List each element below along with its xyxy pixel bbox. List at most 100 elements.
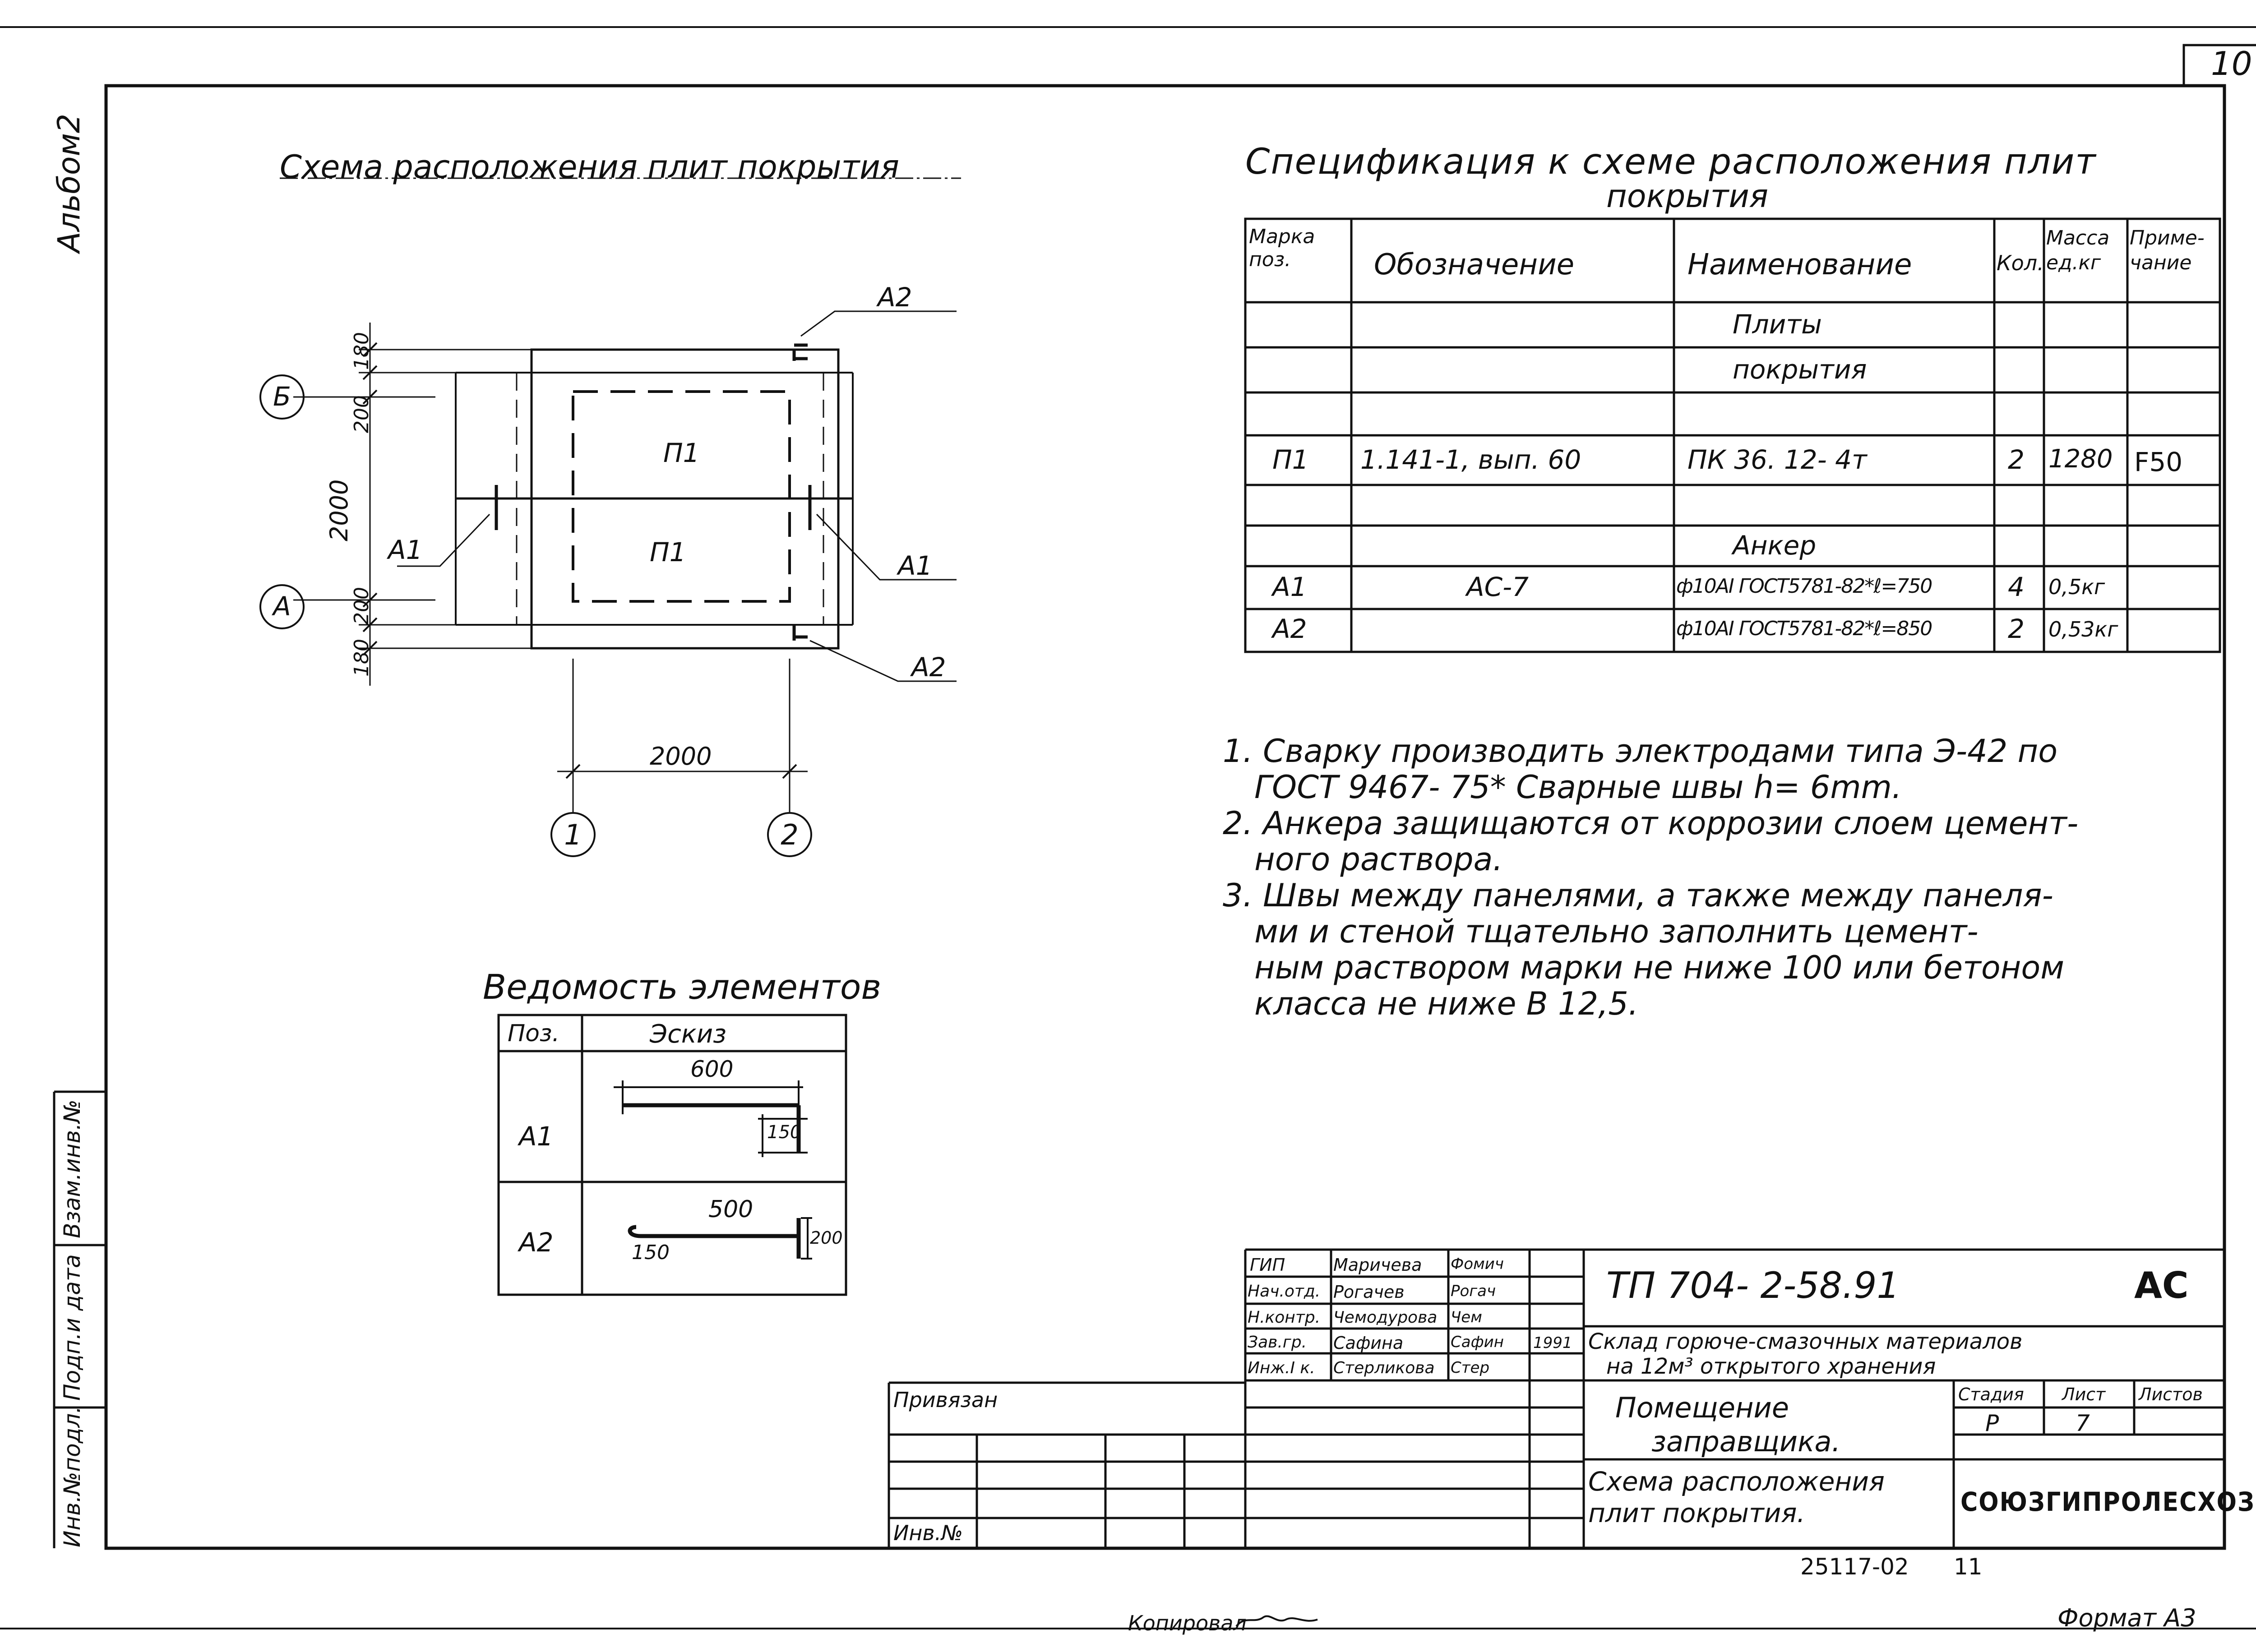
spec-row-4-note: F50: [2134, 447, 2183, 477]
scheme-title: Схема расположения плит покрытия: [280, 148, 900, 185]
anchor-a1-left: А1: [388, 535, 423, 565]
vedomost-a1-hook: 150: [767, 1122, 802, 1143]
spec-row-4-mass: 1280: [2048, 444, 2113, 474]
spec-row-7-qty: 4: [2008, 572, 2025, 602]
spec-row-8-qty: 2: [2008, 614, 2025, 644]
spec-row-8-name: ф10АI ГОСТ5781-82*ℓ=850: [1676, 617, 1932, 640]
note-line-4: ного раствора.: [1254, 841, 1503, 878]
tb-name-5: Стерликова: [1333, 1359, 1435, 1377]
sheet-number: 10: [2211, 45, 2252, 83]
note-line-6: ми и стеной тщательно заполнить цемент-: [1254, 913, 1979, 950]
spec-row-7-designation: АС-7: [1466, 572, 1529, 602]
spec-row-8-mass: 0,53кг: [2048, 617, 2118, 641]
copied-by-label: Копировал: [1128, 1611, 1247, 1635]
spec-row-1-name: Плиты: [1733, 309, 1822, 340]
spec-row-8-mark: А2: [1272, 614, 1307, 644]
strip-replace-inv: Взам.инв.№: [59, 1099, 85, 1238]
tb-role-3: Н.контр.: [1248, 1308, 1321, 1327]
spec-row-4-mark: П1: [1272, 444, 1309, 475]
strip-inv-orig: Инв.№подл.: [59, 1406, 85, 1547]
axis-1-label: 1: [564, 818, 582, 851]
vedomost-a1-len: 600: [690, 1056, 734, 1082]
tb-role-1: ГИП: [1250, 1255, 1285, 1275]
spec-row-7-mass: 0,5кг: [2048, 575, 2105, 599]
spec-title-line2: покрытия: [1606, 178, 1768, 215]
tb-stage-label: Стадия: [1958, 1384, 2024, 1404]
spec-row-4-name: ПК 36. 12- 4т: [1687, 444, 1867, 475]
spec-row-2-name: покрытия: [1733, 354, 1867, 385]
dim-180-bottom: 180: [350, 639, 373, 677]
vedomost-col-pos: Поз.: [508, 1020, 560, 1047]
tb-sign-2: Рогач: [1451, 1282, 1496, 1300]
tb-role-2: Нач.отд.: [1248, 1282, 1321, 1301]
note-line-8: класса не ниже В 12,5.: [1254, 985, 1639, 1022]
spec-header-mass: Масса ед.кг: [2046, 226, 2110, 274]
spec-row-4-designation: 1.141-1, вып. 60: [1360, 444, 1581, 475]
vedomost-col-sketch: Эскиз: [650, 1020, 726, 1049]
spec-title-line1: Спецификация к схеме расположения плит: [1245, 142, 2097, 182]
tb-drawing-line1: Схема расположения: [1588, 1466, 1885, 1497]
archive-sheet: 11: [1954, 1554, 1983, 1580]
note-line-2: ГОСТ 9467- 75* Сварные швы h= 6mm.: [1254, 769, 1902, 806]
tb-role-5: Инж.I к.: [1248, 1359, 1315, 1377]
spec-row-4-qty: 2: [2008, 444, 2025, 475]
dim-2000-horizontal: 2000: [650, 742, 712, 771]
anchor-a2-bottom: А2: [911, 652, 946, 683]
tb-code: ТП 704- 2-58.91: [1606, 1264, 1900, 1306]
spec-header-note: Приме-чание: [2130, 226, 2205, 274]
tb-sign-5: Стер: [1451, 1359, 1490, 1377]
slab-p1-bottom: П1: [650, 537, 686, 568]
vedomost-a2-hook1: 150: [632, 1241, 670, 1264]
tb-object-line2: на 12м³ открытого хранения: [1606, 1354, 1936, 1379]
vedomost-a2-hook2: 200: [810, 1228, 843, 1248]
tb-name-1: Маричева: [1333, 1255, 1422, 1275]
vedomost-a1-pos: А1: [519, 1121, 554, 1152]
tb-object-line1: Склад горюче-смазочных материалов: [1588, 1329, 2023, 1354]
dim-2000-vertical: 2000: [325, 479, 353, 541]
axis-b-label: Б: [273, 381, 291, 412]
tb-section: АС: [2134, 1264, 2189, 1306]
note-line-1: 1. Сварку производить электродами типа Э…: [1223, 733, 2058, 770]
strip-sign-date: Подп.и дата: [59, 1254, 85, 1401]
vedomost-a2-pos: А2: [519, 1227, 554, 1258]
tb-sheets-label: Листов: [2139, 1384, 2203, 1404]
tb-organization: СОЮЗГИПРОЛЕСХОЗ: [1960, 1486, 2256, 1517]
dim-200-top: 200: [350, 395, 373, 433]
spec-header-designation: Обозначение: [1374, 248, 1575, 281]
tb-sign-4: Сафин: [1451, 1333, 1504, 1351]
tb-sheet-label: Лист: [2062, 1384, 2106, 1404]
vedomost-title: Ведомость элементов: [483, 967, 882, 1007]
archive-number: 25117-02: [1800, 1554, 1909, 1580]
dim-200-bottom: 200: [350, 587, 373, 625]
tb-inv-no: Инв.№: [893, 1521, 963, 1545]
note-line-3: 2. Анкера защищаются от коррозии слоем ц…: [1223, 805, 2079, 842]
spec-row-7-name: ф10АI ГОСТ5781-82*ℓ=750: [1676, 575, 1932, 598]
dim-180-top: 180: [350, 332, 373, 370]
spec-row-6-name: Анкер: [1733, 530, 1817, 561]
note-line-5: 3. Швы между панелями, а также между пан…: [1223, 877, 2053, 914]
tb-year: 1991: [1533, 1334, 1572, 1352]
album-label: Альбом2: [51, 113, 87, 253]
spec-header-mark: Марка поз.: [1249, 225, 1315, 271]
tb-name-4: Сафина: [1333, 1333, 1404, 1353]
tb-privyazan: Привязан: [893, 1388, 998, 1412]
note-line-7: ным раствором марки не ниже 100 или бето…: [1254, 949, 2065, 986]
anchor-a1-right: А1: [898, 550, 933, 581]
spec-row-7-mark: А1: [1272, 572, 1307, 602]
tb-role-4: Зав.гр.: [1248, 1333, 1307, 1352]
format-label: Формат А3: [2057, 1604, 2196, 1632]
tb-building-line1: Помещение: [1615, 1391, 1789, 1424]
vedomost-a2-len: 500: [708, 1196, 754, 1223]
spec-header-name: Наименование: [1687, 248, 1912, 281]
axis-2-label: 2: [781, 818, 799, 851]
tb-sign-1: Фомич: [1451, 1255, 1504, 1273]
tb-building-line2: заправщика.: [1651, 1425, 1841, 1458]
tb-sheet: 7: [2076, 1410, 2090, 1436]
spec-header-qty: Кол.: [1997, 251, 2044, 275]
tb-sign-3: Чем: [1451, 1308, 1482, 1326]
axis-a-label: А: [273, 591, 291, 622]
tb-stage: Р: [1985, 1410, 1999, 1436]
slab-p1-top: П1: [663, 438, 700, 468]
anchor-a2-top: А2: [878, 282, 912, 313]
